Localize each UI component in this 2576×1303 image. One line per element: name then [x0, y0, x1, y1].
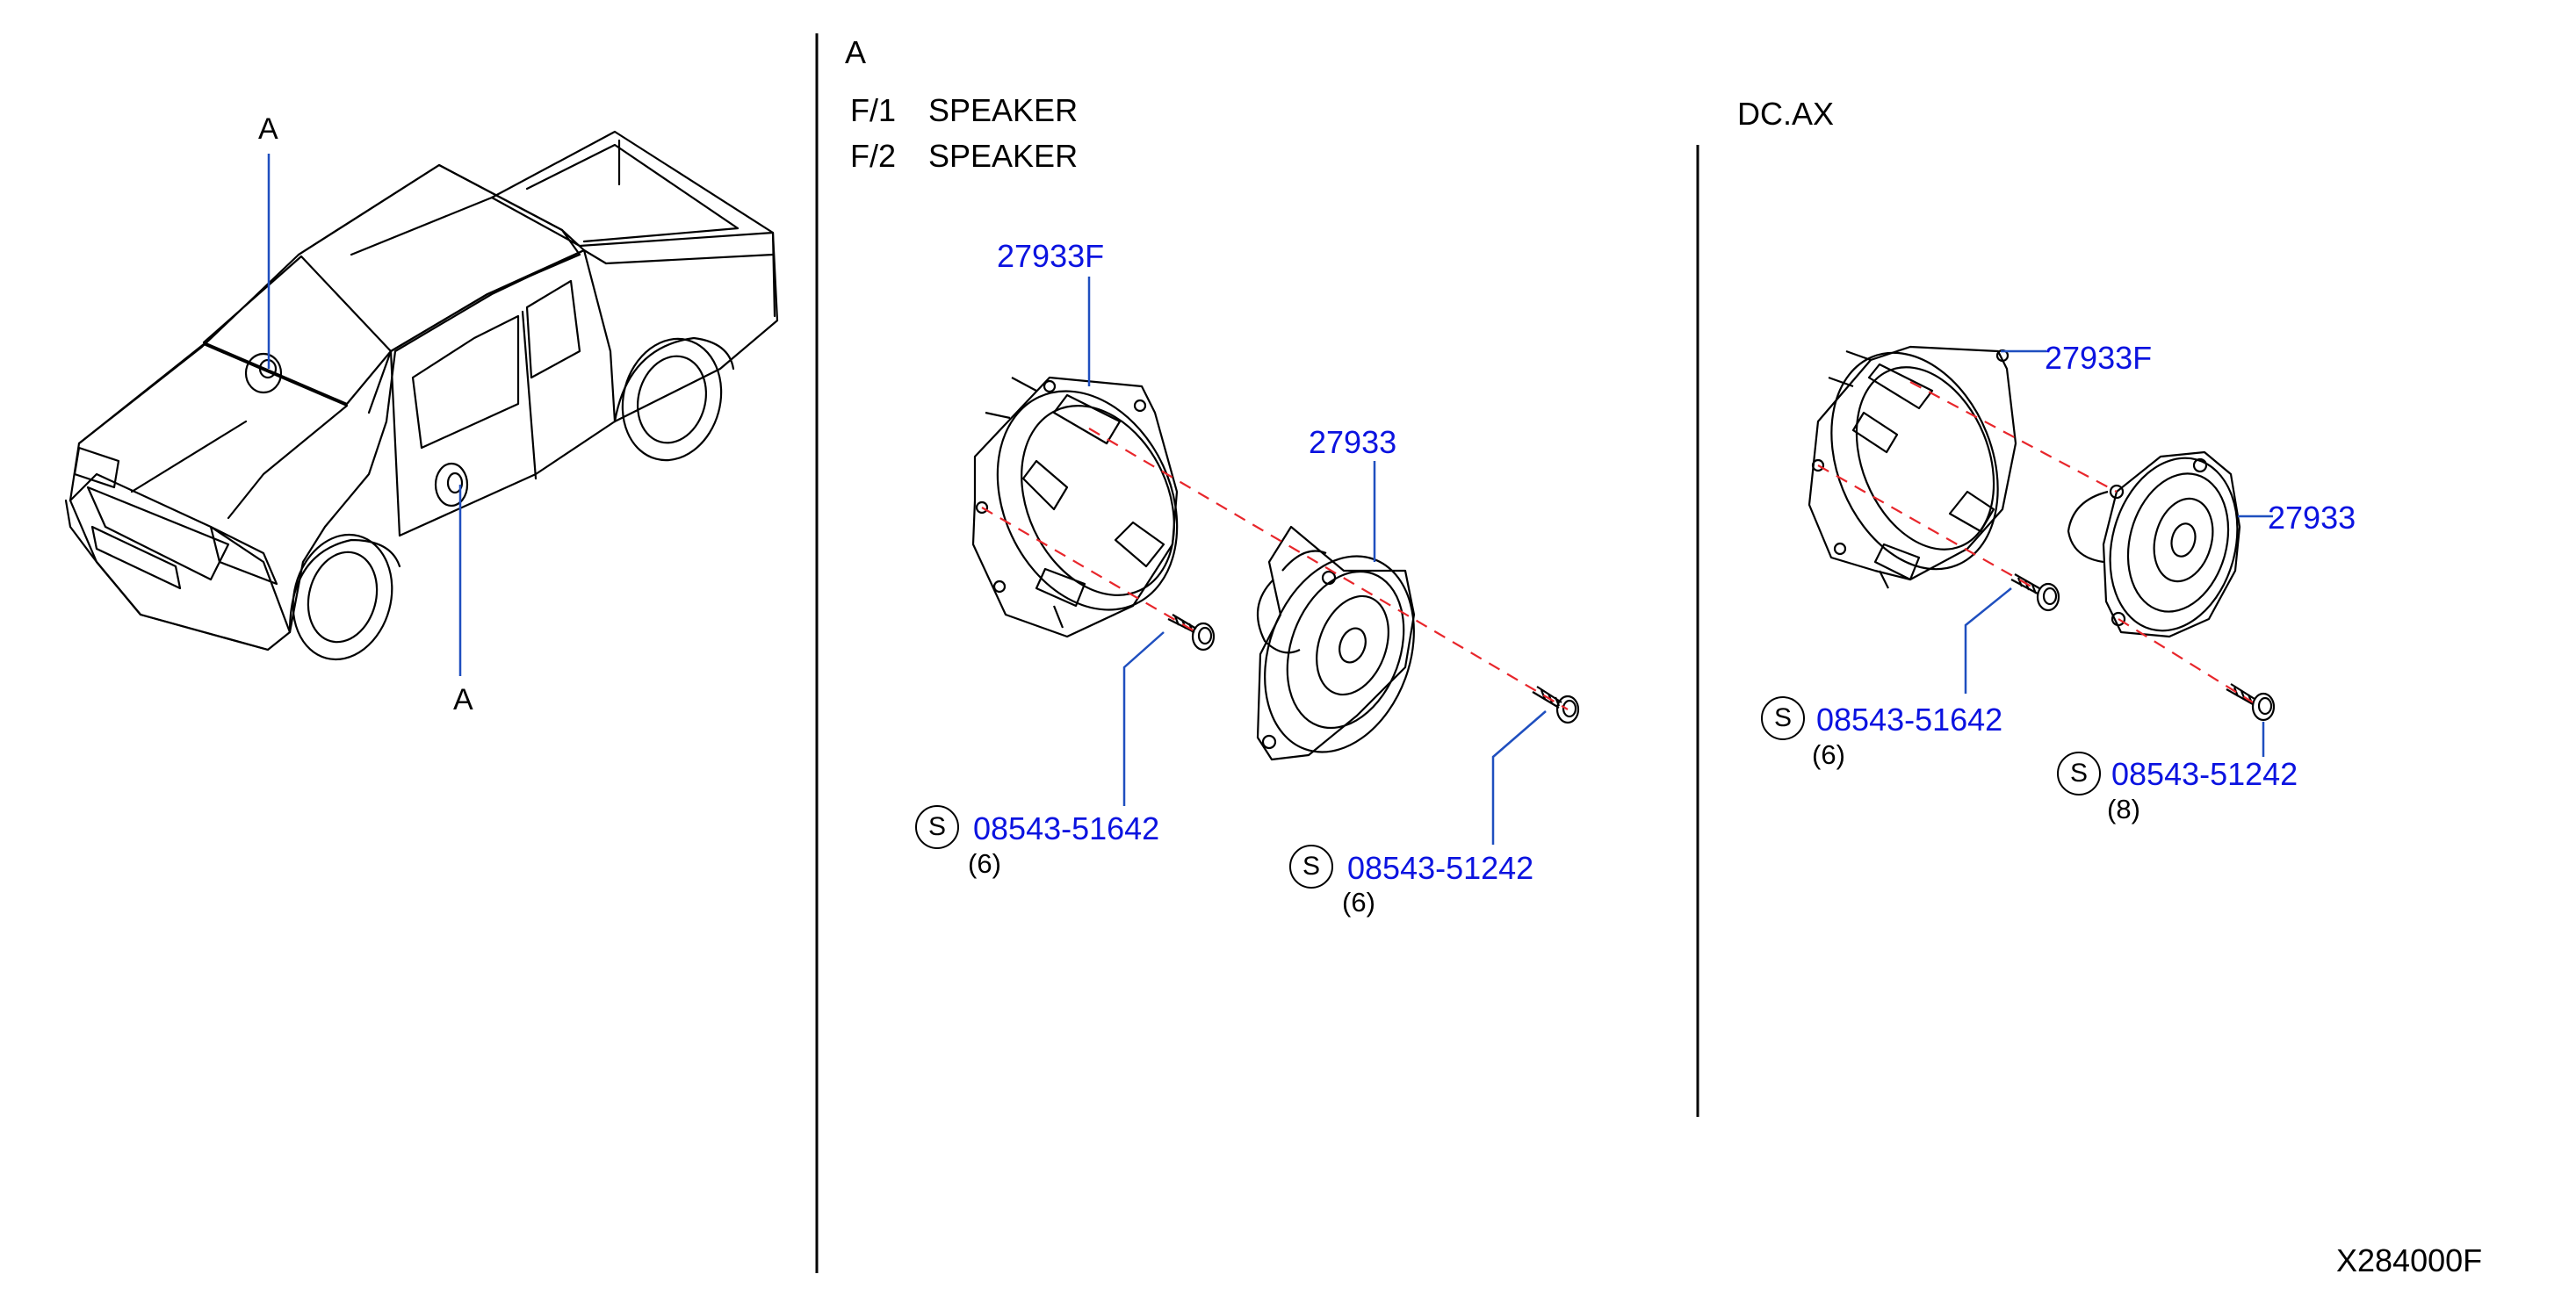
screw-symbol: S: [2069, 759, 2088, 788]
screw-symbol-badge: S: [1761, 696, 1805, 740]
row-1-code: F/1: [850, 92, 897, 128]
pickup-truck-illustration: [64, 130, 779, 661]
qty-left-screw-2: (6): [1342, 887, 1375, 918]
variant-label: DC.AX: [1737, 96, 1835, 132]
leader-right-screw-1: [1964, 587, 2012, 694]
right-screw-2: [2226, 683, 2276, 722]
part-link-left-bracket[interactable]: 27933F: [997, 238, 1105, 274]
part-link-left-screw-1[interactable]: 08543-51642: [973, 810, 1160, 846]
leader-left-screw-2: [1491, 710, 1547, 845]
right-screw-1: [2010, 573, 2060, 612]
row-1-name: SPEAKER: [928, 92, 1079, 128]
screw-symbol-badge: S: [2057, 752, 2101, 795]
section-title: A: [845, 34, 867, 70]
left-bracket-illustration: [971, 376, 1179, 638]
screw-symbol: S: [1773, 703, 1792, 732]
part-link-left-speaker[interactable]: 27933: [1309, 424, 1397, 460]
part-link-right-bracket[interactable]: 27933F: [2045, 340, 2153, 376]
callout-a-top: A: [258, 112, 278, 146]
qty-right-screw-2: (8): [2107, 794, 2140, 824]
left-align-dash-2: [981, 507, 1197, 633]
part-link-right-screw-2[interactable]: 08543-51242: [2111, 756, 2298, 792]
callout-a-bottom: A: [453, 683, 473, 716]
qty-left-screw-1: (6): [968, 848, 1001, 879]
screw-symbol: S: [1302, 852, 1320, 881]
left-speaker-illustration: [1256, 525, 1416, 761]
part-link-left-screw-2[interactable]: 08543-51242: [1347, 850, 1534, 886]
screw-symbol-badge: S: [915, 805, 959, 849]
right-bracket-illustration: [1808, 345, 2017, 589]
left-screw-2: [1532, 686, 1580, 724]
right-align-dash-3: [2118, 618, 2254, 703]
right-align-dash-1: [1909, 381, 2118, 493]
right-align-dash-2: [1817, 464, 2038, 591]
screw-symbol: S: [927, 812, 946, 841]
left-screw-1: [1167, 614, 1216, 652]
right-speaker-illustration: [2067, 450, 2241, 638]
figure-id: X284000F: [2336, 1242, 2483, 1278]
row-2-code: F/2: [850, 138, 897, 174]
part-link-right-screw-1[interactable]: 08543-51642: [1816, 702, 2003, 738]
leader-left-screw-1: [1122, 631, 1165, 806]
qty-right-screw-1: (6): [1812, 739, 1845, 770]
part-link-right-speaker[interactable]: 27933: [2268, 500, 2356, 536]
row-2-name: SPEAKER: [928, 138, 1079, 174]
screw-symbol-badge: S: [1289, 845, 1333, 889]
left-align-dash-1: [1088, 428, 1569, 710]
